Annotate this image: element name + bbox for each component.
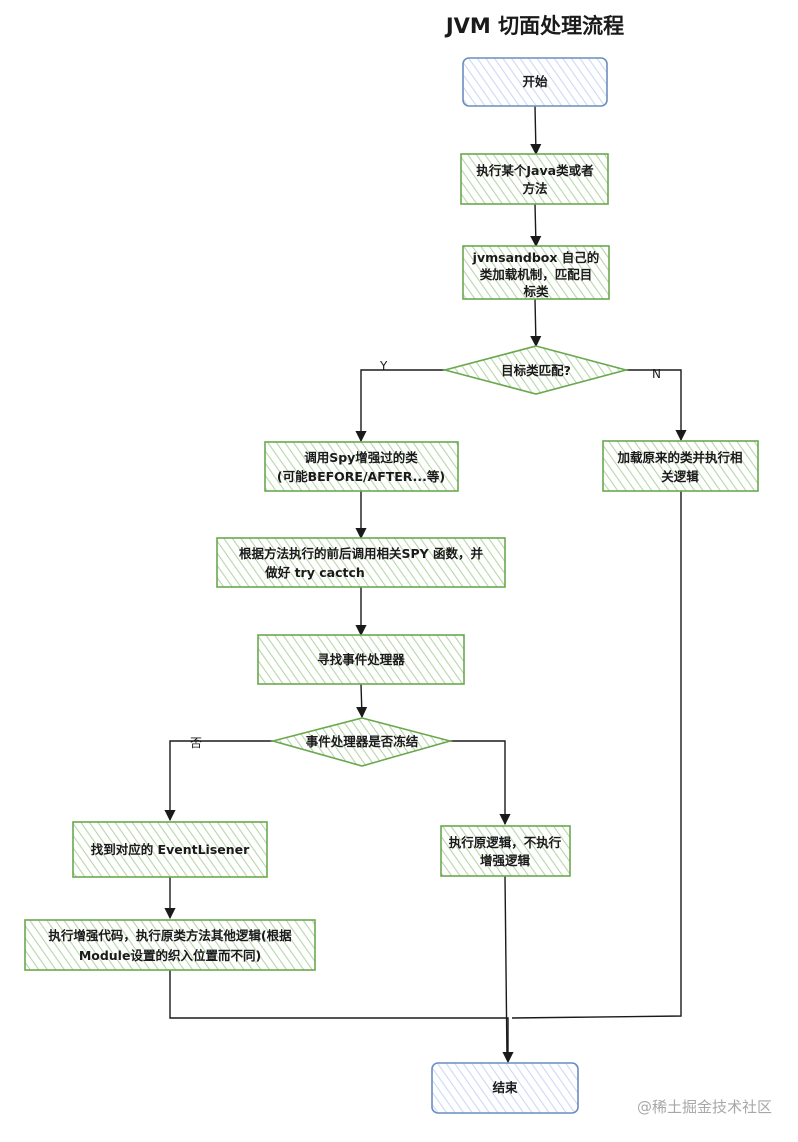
node-find-handler-label: 寻找事件处理器 xyxy=(317,652,405,667)
node-exec-enhance-line-2: Module设置的织入位置而不同) xyxy=(79,948,261,963)
node-end: 结束 xyxy=(431,1062,579,1114)
node-target-match: 目标类匹配? xyxy=(441,345,630,395)
node-classloader-line-3: 标类 xyxy=(522,284,549,299)
edge-original-to-end xyxy=(504,875,508,1061)
edge-start-to-exec xyxy=(530,105,542,156)
edge-match-no xyxy=(626,369,687,442)
node-find-listener-label: 找到对应的 EventLisener xyxy=(91,842,250,857)
node-classloader: jvmsandbox 自己的 类加载机制，匹配目 标类 xyxy=(462,245,610,300)
node-exec-method: 执行某个Java类或者 方法 xyxy=(460,153,609,205)
diagram-title: JVM 切面处理流程 xyxy=(444,14,624,38)
node-load-original-line-2: 关逻辑 xyxy=(661,469,699,484)
edge-finder-to-frozen xyxy=(356,683,368,719)
edge-classloader-to-match xyxy=(530,298,542,348)
node-exec-original-no-enhance: 执行原逻辑，不执行 增强逻辑 xyxy=(440,825,571,877)
node-classloader-line-2: 类加载机制，匹配目 xyxy=(480,267,593,282)
node-call-spy-line-2: (可能BEFORE/AFTER...等) xyxy=(277,469,445,484)
edge-label-y: Y xyxy=(379,359,388,373)
node-exec-enhance-line-1: 执行增强代码，执行原类方法其他逻辑(根据 xyxy=(48,928,292,943)
node-handler-frozen-label: 事件处理器是否冻结 xyxy=(306,734,419,749)
edge-frozen-no xyxy=(164,740,273,822)
watermark: @稀土掘金技术社区 xyxy=(637,1098,772,1116)
node-load-original-line-1: 加载原来的类并执行相 xyxy=(616,450,742,465)
edge-frozen-yes xyxy=(450,740,511,826)
node-exec-original-no-enhance-line-1: 执行原逻辑，不执行 xyxy=(449,835,562,850)
node-spy-functions-line-2: 做好 try cactch xyxy=(264,565,365,580)
node-spy-functions: 根据方法执行的前后调用相关SPY 函数，并 做好 try cactch xyxy=(216,537,506,588)
node-target-match-label: 目标类匹配? xyxy=(501,363,571,378)
edge-load-original-to-end xyxy=(511,491,682,1019)
node-exec-original-no-enhance-line-2: 增强逻辑 xyxy=(480,853,531,868)
node-classloader-line-1: jvmsandbox 自己的 xyxy=(472,250,600,265)
node-handler-frozen: 事件处理器是否冻结 xyxy=(269,717,454,767)
edge-enhance-to-end xyxy=(169,970,514,1064)
node-call-spy: 调用Spy增强过的类 (可能BEFORE/AFTER...等) xyxy=(264,441,459,492)
node-start: 开始 xyxy=(462,57,608,107)
edge-label-n: N xyxy=(652,367,661,381)
edge-label-no-cn: 否 xyxy=(190,736,202,750)
node-find-handler: 寻找事件处理器 xyxy=(257,634,465,685)
node-end-label: 结束 xyxy=(492,1080,518,1095)
node-exec-enhance: 执行增强代码，执行原类方法其他逻辑(根据 Module设置的织入位置而不同) xyxy=(24,919,316,971)
node-find-listener: 找到对应的 EventLisener xyxy=(72,821,268,878)
edges xyxy=(164,105,687,1064)
node-exec-method-line-2: 方法 xyxy=(522,181,548,196)
edge-exec-to-classloader xyxy=(530,203,542,248)
node-load-original: 加载原来的类并执行相 关逻辑 xyxy=(602,440,759,492)
node-start-label: 开始 xyxy=(522,74,548,89)
node-call-spy-line-1: 调用Spy增强过的类 xyxy=(304,450,418,465)
node-spy-functions-line-1: 根据方法执行的前后调用相关SPY 函数，并 xyxy=(239,546,484,561)
edge-match-yes xyxy=(355,369,445,443)
node-exec-method-line-1: 执行某个Java类或者 xyxy=(476,163,594,178)
